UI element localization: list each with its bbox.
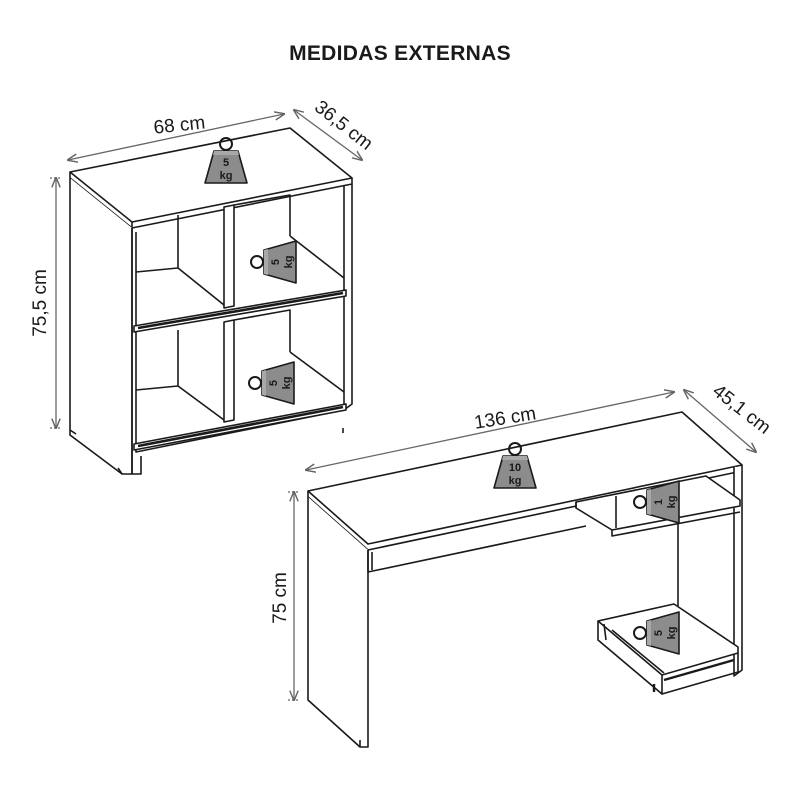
- weight-unit: kg: [220, 170, 233, 182]
- weight-unit: kg: [283, 256, 295, 269]
- weight-unit: kg: [666, 627, 678, 640]
- page-title: MEDIDAS EXTERNAS: [289, 42, 511, 65]
- desk-width-label: 136 cm: [473, 403, 538, 433]
- desk-height-label: 75 cm: [270, 572, 291, 624]
- bookcase-lower-divider: [223, 319, 235, 423]
- weight-value: 10: [509, 462, 521, 474]
- bookcase-upper-divider: [223, 204, 235, 309]
- weight-value: 5: [653, 630, 665, 636]
- weight-icon: 10 kg: [493, 442, 537, 489]
- bookcase-dimensions: [50, 110, 362, 428]
- desk-right-side: [733, 466, 743, 677]
- weight-unit: kg: [281, 377, 293, 390]
- weight-icon: 1 kg: [633, 480, 680, 524]
- weight-unit: kg: [666, 496, 678, 509]
- weight-icon: 5 kg: [248, 361, 295, 405]
- weight-icon: 5 kg: [633, 611, 680, 655]
- weight-value: 5: [223, 157, 229, 169]
- desk-dimensions: [288, 390, 756, 700]
- desk-depth-label: 45,1 cm: [708, 381, 774, 439]
- bookcase-left-side: [69, 178, 133, 475]
- weight-value: 5: [270, 259, 282, 265]
- bookcase-width-label: 68 cm: [153, 112, 207, 138]
- weight-icon: 5 kg: [204, 137, 248, 184]
- weight-value: 5: [268, 380, 280, 386]
- weight-icon: 5 kg: [250, 240, 297, 284]
- weight-value: 1: [653, 499, 665, 505]
- weight-unit: kg: [509, 475, 522, 487]
- bookcase-height-label: 75,5 cm: [30, 269, 51, 337]
